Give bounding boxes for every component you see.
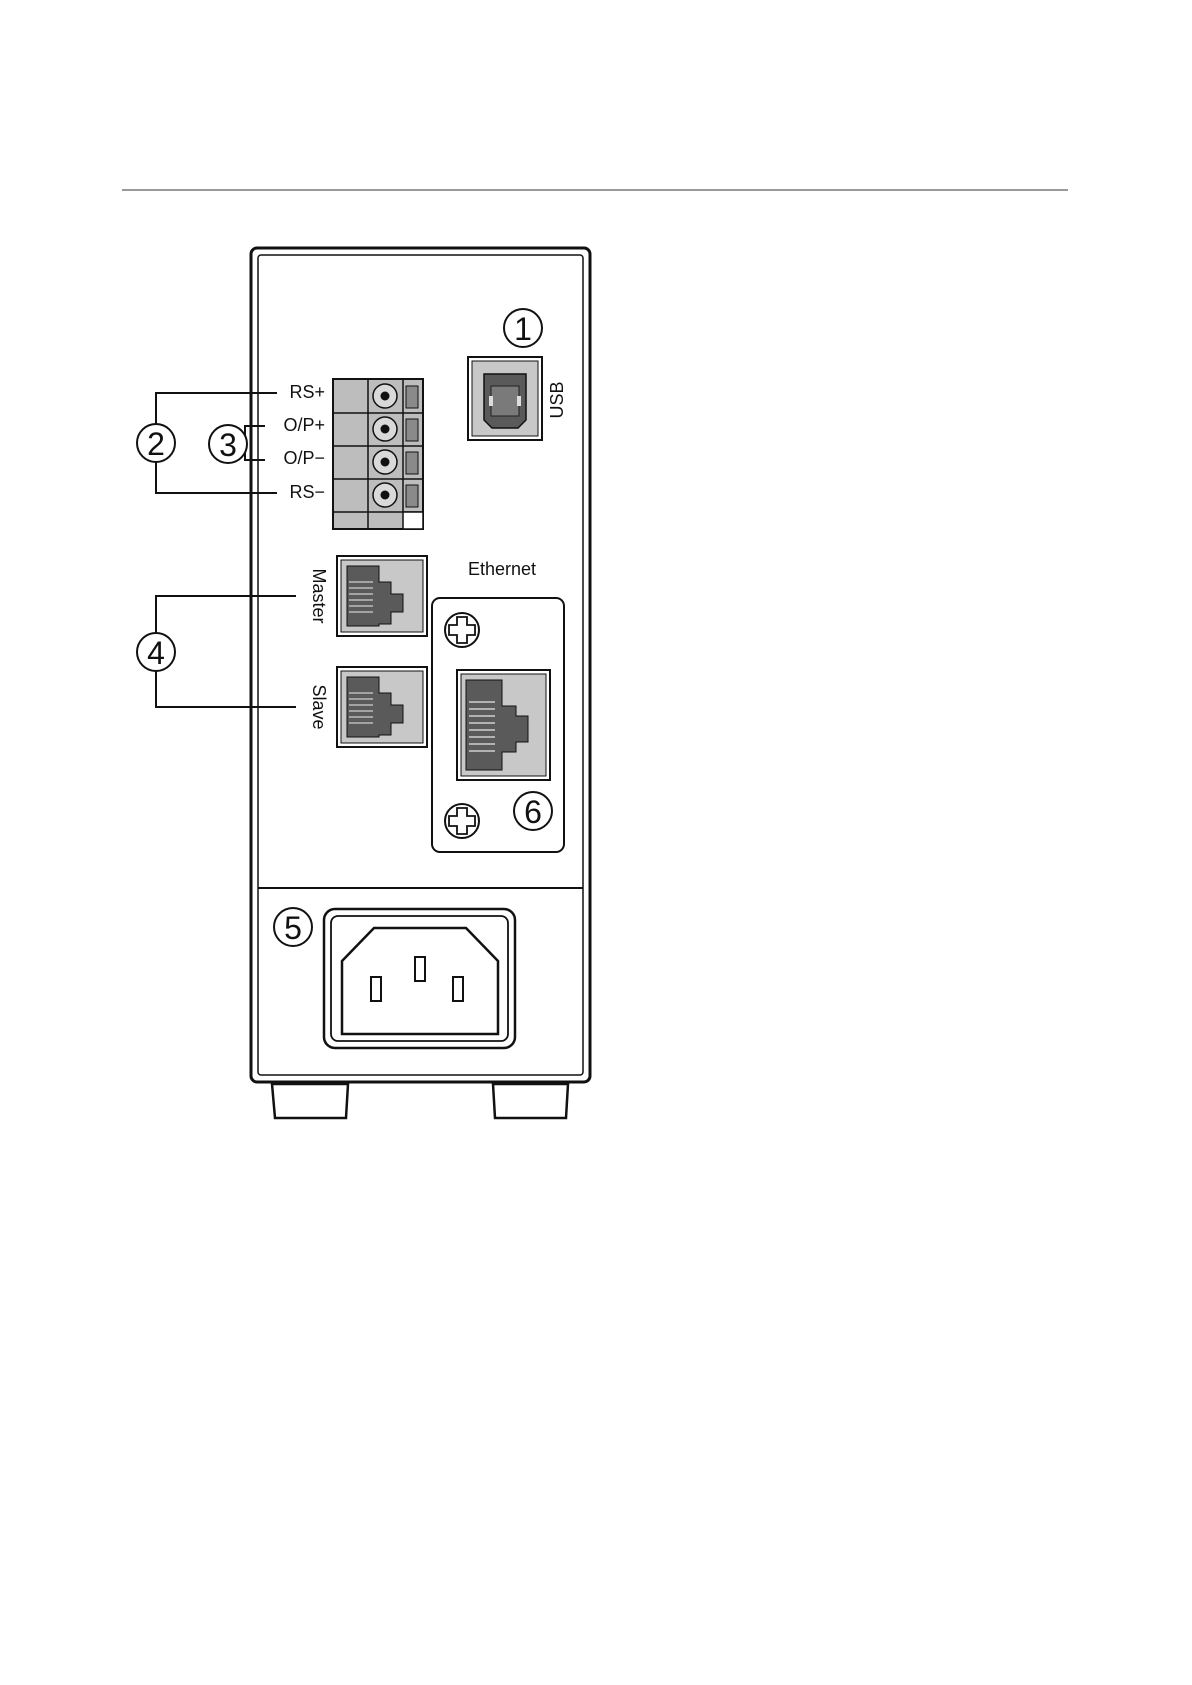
callout-1: 1 [504, 309, 542, 347]
terminal-label-op-plus: O/P+ [283, 415, 325, 435]
usb-label: USB [547, 381, 567, 418]
output-terminal-block [333, 379, 423, 529]
right-foot [493, 1084, 568, 1118]
iec-c14-inlet-icon [324, 909, 515, 1048]
terminal-label-rs-plus: RS+ [289, 382, 325, 402]
terminal-label-op-minus: O/P− [283, 448, 325, 468]
slave-port [337, 667, 427, 747]
phillips-screw-icon [445, 804, 479, 838]
callout-6-number: 6 [524, 794, 542, 830]
terminal-label-rs-minus: RS− [289, 482, 325, 502]
terminal-screw-2 [373, 417, 397, 441]
ethernet-label: Ethernet [468, 559, 536, 579]
callout-3: 3 [209, 425, 247, 463]
callout-4-number: 4 [147, 635, 165, 671]
phillips-screw-icon [445, 613, 479, 647]
callout-1-number: 1 [514, 311, 532, 347]
usb-b-port-icon [468, 357, 542, 440]
rj45-port-icon [457, 670, 550, 780]
master-port [337, 556, 427, 636]
left-foot [272, 1084, 348, 1118]
callout-2-number: 2 [147, 426, 165, 462]
terminal-screw-4 [373, 483, 397, 507]
master-label: Master [309, 568, 329, 623]
callout-3-number: 3 [219, 427, 237, 463]
callout-6: 6 [514, 792, 552, 830]
callout-5: 5 [274, 908, 312, 946]
callout-2: 2 [137, 424, 175, 462]
terminal-screw-3 [373, 450, 397, 474]
slave-label: Slave [309, 684, 329, 729]
callout-4: 4 [137, 633, 175, 671]
terminal-screw-1 [373, 384, 397, 408]
callout-5-number: 5 [284, 910, 302, 946]
